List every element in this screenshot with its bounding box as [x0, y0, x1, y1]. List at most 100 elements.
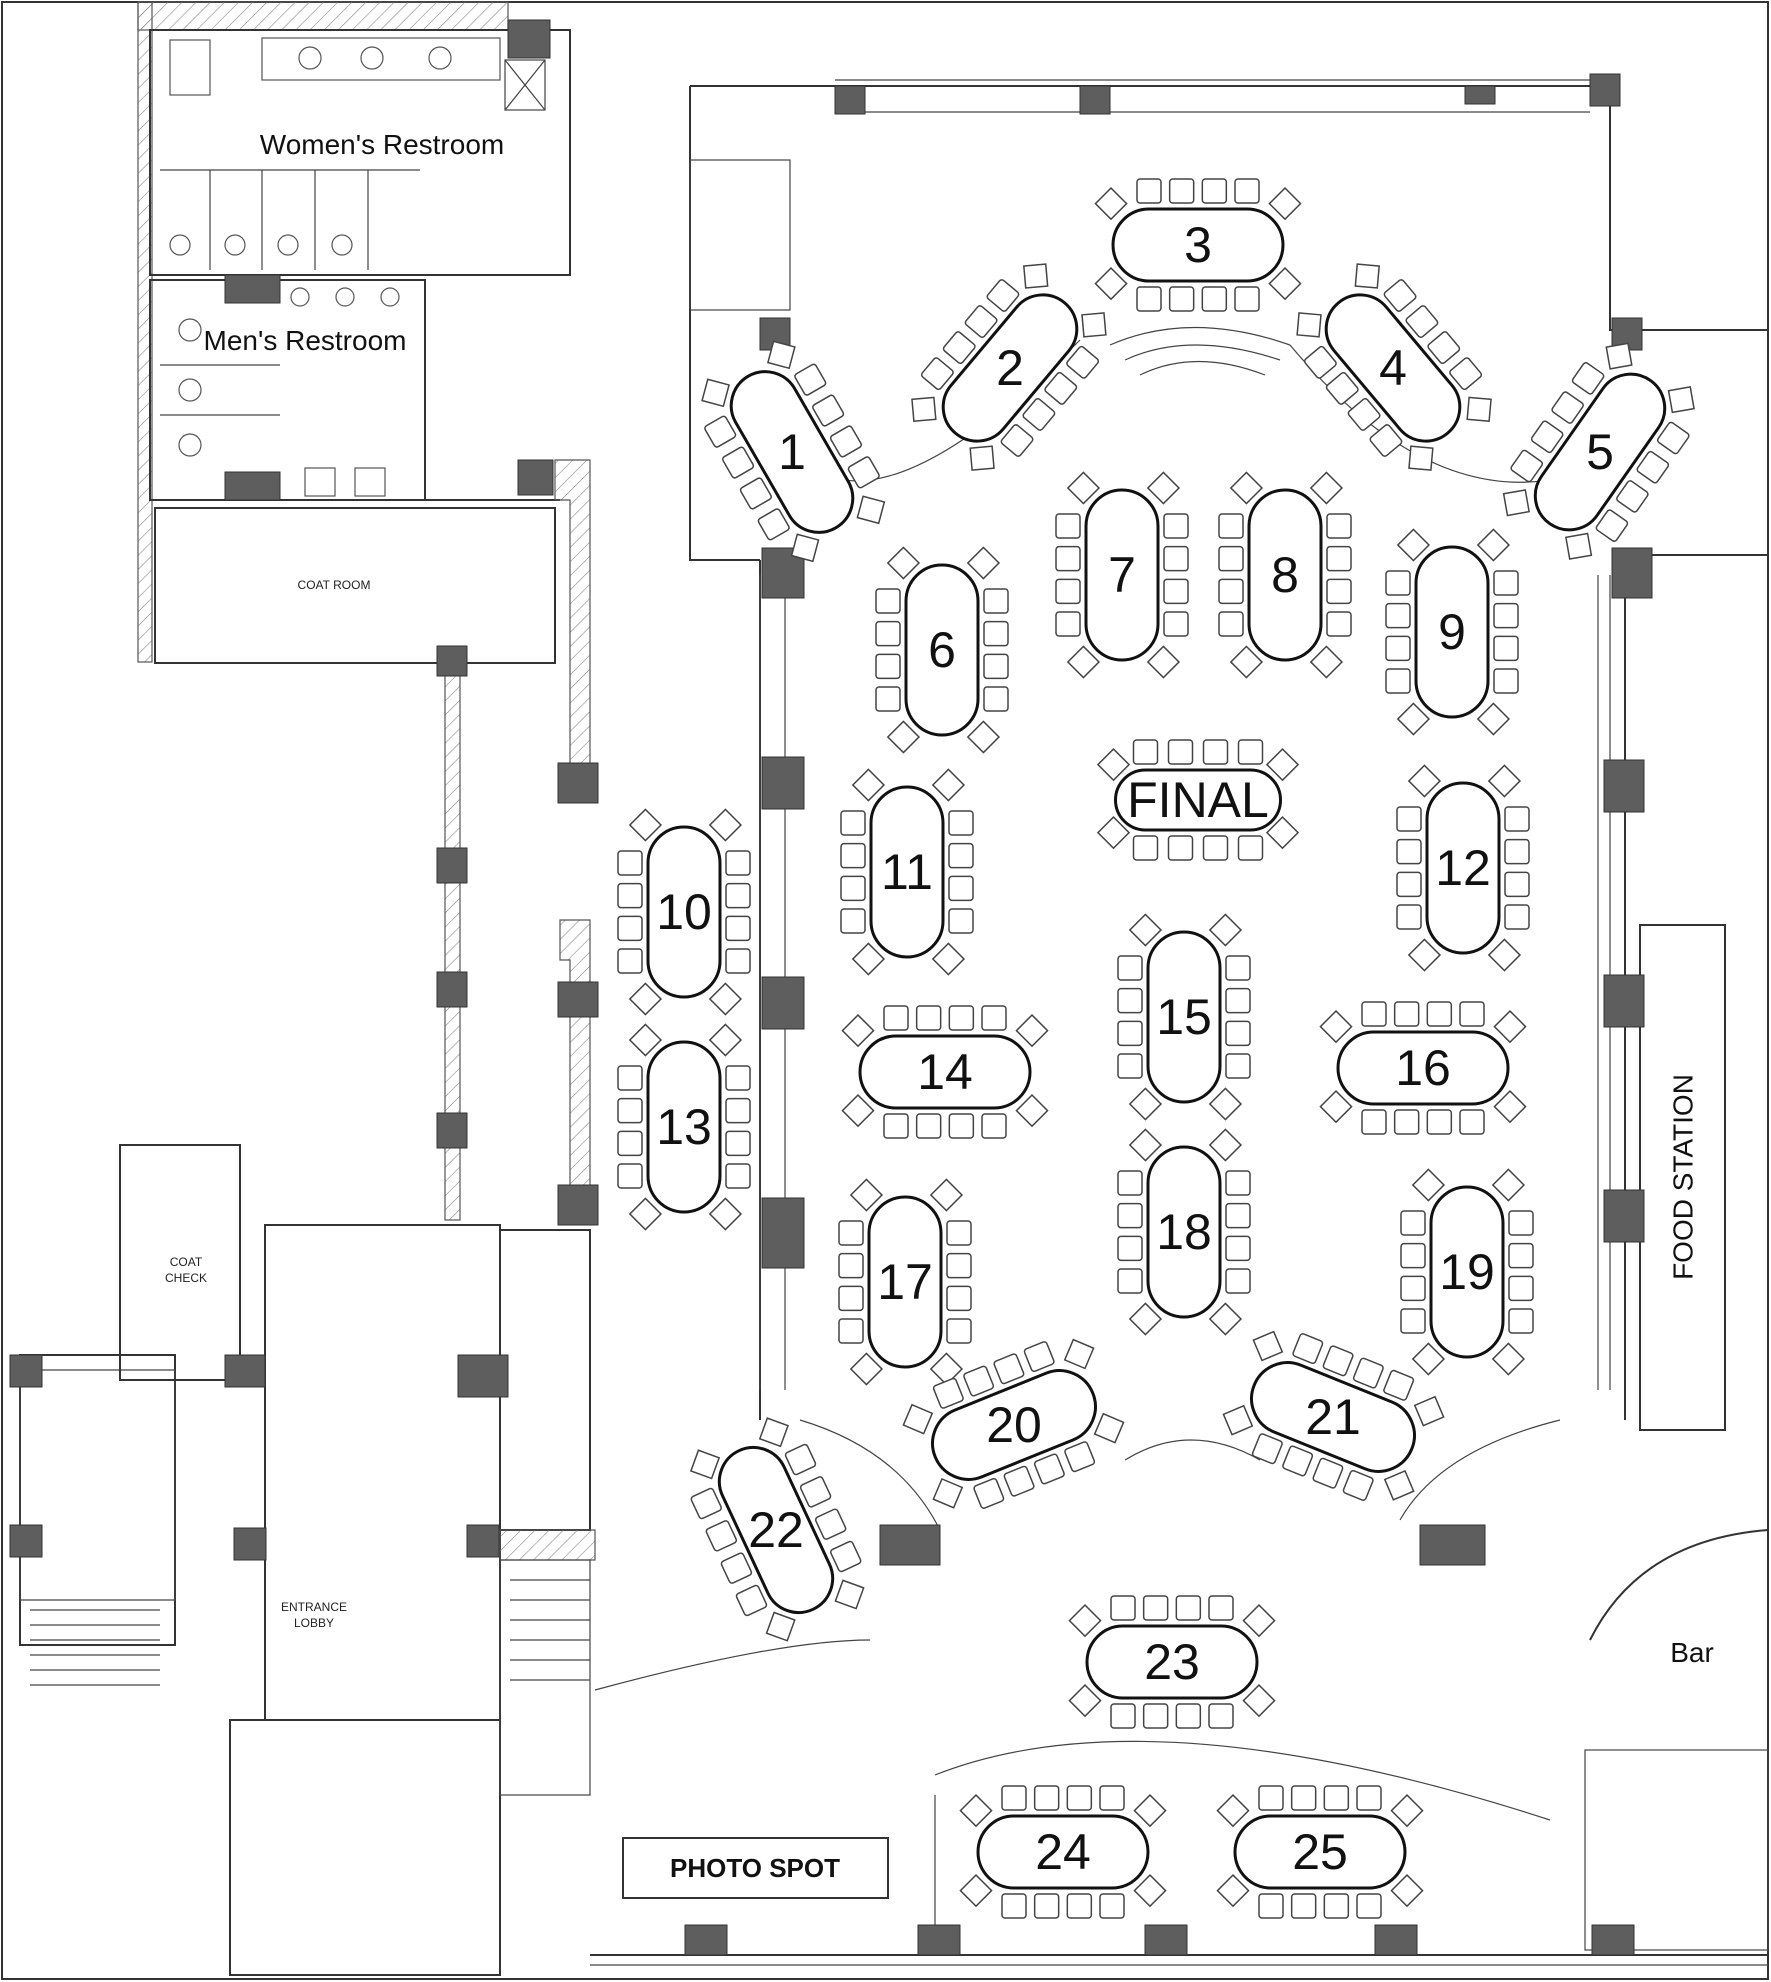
chair	[1237, 835, 1264, 861]
chair	[1229, 471, 1264, 505]
chair	[1133, 1793, 1167, 1828]
chair	[1142, 1703, 1169, 1729]
chair	[931, 942, 966, 976]
chair	[1225, 1268, 1251, 1294]
chair	[1493, 635, 1519, 662]
chair	[1383, 1369, 1415, 1401]
chair	[1094, 266, 1128, 301]
chair	[983, 653, 1009, 680]
chair	[1202, 739, 1229, 765]
chair	[1393, 1001, 1420, 1027]
table-top	[1425, 781, 1501, 955]
food-station-label: FOOD STATION	[1668, 1074, 1699, 1280]
chair	[1407, 938, 1442, 972]
chair	[1309, 471, 1344, 505]
chair	[875, 686, 901, 712]
chair	[799, 1476, 832, 1508]
chair	[1001, 1893, 1027, 1919]
table-top	[1247, 488, 1323, 662]
table-label: 16	[1395, 1040, 1451, 1096]
chair	[875, 588, 901, 614]
chair	[948, 810, 974, 836]
chair	[948, 842, 974, 869]
chair	[1096, 815, 1131, 850]
chair	[875, 620, 901, 647]
chair	[758, 1417, 789, 1448]
table-label: 11	[881, 844, 933, 900]
chair	[1218, 545, 1244, 572]
table-label: 7	[1108, 547, 1136, 603]
chair	[1656, 421, 1690, 455]
entrance-lobby-label-line2: LOBBY	[294, 1616, 334, 1630]
chair	[1033, 1453, 1065, 1485]
chair	[725, 1097, 751, 1124]
chair	[1411, 1168, 1446, 1202]
chair	[1385, 602, 1411, 629]
chair	[1390, 1873, 1424, 1908]
chair	[1354, 263, 1380, 289]
chair	[1400, 1242, 1426, 1269]
chair	[966, 546, 1001, 580]
table-11	[840, 768, 974, 976]
chair	[886, 546, 921, 580]
chair	[1342, 1469, 1374, 1501]
chair	[946, 1252, 972, 1279]
chair	[1265, 747, 1300, 782]
chair	[1408, 445, 1434, 471]
chair	[830, 1540, 862, 1573]
chair	[849, 1178, 884, 1212]
chair	[838, 1285, 864, 1312]
chair	[1225, 1020, 1251, 1047]
chair	[1208, 913, 1243, 947]
chair	[704, 415, 737, 448]
table-top	[1233, 1814, 1407, 1890]
chair	[1208, 1128, 1243, 1162]
chair	[1142, 1595, 1169, 1621]
chair	[1132, 835, 1159, 861]
chair	[1319, 1009, 1353, 1044]
chair	[1312, 1457, 1344, 1489]
chair	[1396, 702, 1431, 736]
chair	[931, 768, 966, 802]
chair	[1163, 545, 1189, 572]
chair	[708, 1197, 743, 1231]
chair	[708, 808, 743, 842]
chair	[1476, 702, 1511, 736]
table-label: 15	[1156, 989, 1212, 1045]
chair	[1487, 938, 1522, 972]
chair	[1491, 1342, 1526, 1376]
chair	[1146, 645, 1181, 679]
table-label: 1	[778, 424, 806, 480]
table-top	[1084, 488, 1160, 662]
chair	[1066, 645, 1101, 679]
chair	[1099, 1893, 1125, 1919]
table-top	[1146, 930, 1222, 1104]
chair	[1055, 611, 1081, 637]
chair	[929, 1352, 964, 1386]
chair	[1268, 266, 1302, 301]
chair	[838, 1252, 864, 1279]
chair	[1325, 371, 1359, 405]
chair	[948, 908, 974, 934]
chair	[856, 495, 886, 525]
stairs	[30, 1579, 590, 1686]
mens-restroom-label: Men's Restroom	[204, 325, 407, 356]
chair	[1322, 1345, 1354, 1377]
chair	[1595, 509, 1629, 542]
table-22	[689, 1417, 865, 1642]
chair	[1491, 1168, 1526, 1202]
table-top	[1414, 545, 1490, 719]
chair	[1163, 578, 1189, 605]
restroom-fixtures	[160, 37, 546, 497]
chair	[765, 1611, 796, 1642]
table-top	[1533, 372, 1667, 532]
table-label: 19	[1439, 1244, 1495, 1300]
chair	[1571, 362, 1605, 395]
chair	[849, 1352, 884, 1386]
chair	[1225, 1202, 1251, 1229]
chair	[1385, 668, 1411, 694]
chair	[1117, 1235, 1143, 1262]
chair	[1163, 611, 1189, 637]
chair	[725, 915, 751, 942]
chair	[1258, 1893, 1284, 1919]
